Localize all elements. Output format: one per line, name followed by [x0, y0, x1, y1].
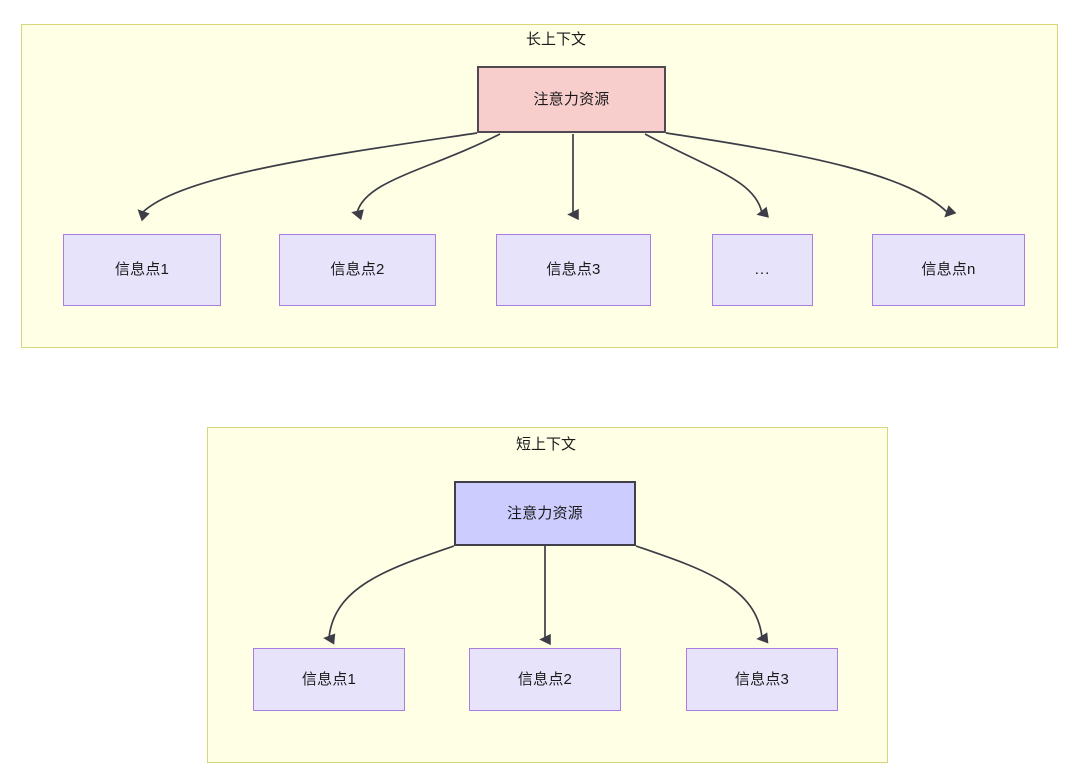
long-context-info-node-ellipsis[interactable]: ... — [712, 234, 813, 306]
short-context-info-node-2[interactable]: 信息点2 — [469, 648, 621, 711]
short-context-info-node-3[interactable]: 信息点3 — [686, 648, 838, 711]
long-context-info-node-2[interactable]: 信息点2 — [279, 234, 436, 306]
long-context-attention-node[interactable]: 注意力资源 — [477, 66, 666, 133]
short-context-title: 短上下文 — [515, 436, 576, 453]
long-context-info-node-n[interactable]: 信息点n — [872, 234, 1025, 306]
long-context-info-node-3[interactable]: 信息点3 — [496, 234, 651, 306]
long-context-title: 长上下文 — [525, 31, 586, 48]
short-context-attention-node[interactable]: 注意力资源 — [454, 481, 636, 546]
long-context-info-node-1[interactable]: 信息点1 — [63, 234, 221, 306]
short-context-info-node-1[interactable]: 信息点1 — [253, 648, 405, 711]
short-context-container — [207, 427, 888, 763]
